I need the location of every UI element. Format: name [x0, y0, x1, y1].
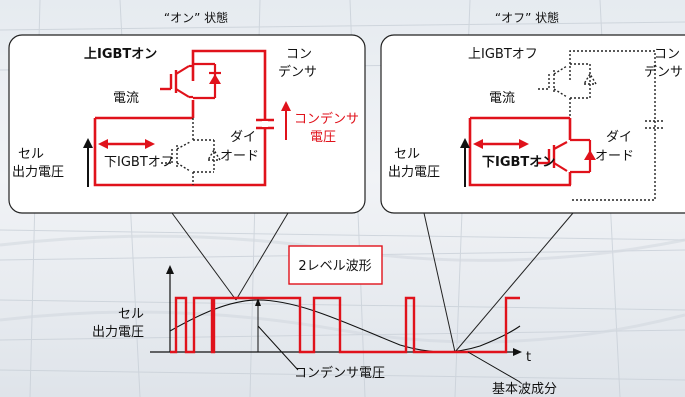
on-cell-voltage-arrow: [83, 138, 93, 187]
off-current-arrow: [473, 139, 529, 149]
on-diode-label-2: オード: [220, 149, 259, 164]
on-capacitor-voltage-label-1: コンデンサ: [294, 111, 359, 127]
on-capacitor-voltage-label-2: 電圧: [310, 130, 336, 145]
waveform-ylabel-1: セル: [118, 307, 144, 322]
on-callout-line-right: [235, 212, 289, 301]
fundamental-wave: [169, 299, 521, 353]
on-upper-igbt-label: 上IGBTオン: [84, 47, 157, 62]
on-state-circuit: [93, 49, 274, 187]
waveform-ylabel-2: 出力電圧: [92, 325, 144, 340]
on-cell-label-1: セル: [18, 147, 44, 162]
off-state-panel: [380, 34, 685, 214]
on-cell-label-2: 出力電圧: [12, 165, 64, 180]
off-capacitor-label-2: デンサ: [644, 64, 683, 80]
fundamental-leader: [467, 351, 521, 383]
off-upper-igbt-label: 上IGBTオフ: [468, 47, 538, 62]
off-cell-label-2: 出力電圧: [388, 165, 440, 180]
off-lower-igbt-label: 下IGBTオン: [482, 155, 555, 170]
on-current-label: 電流: [113, 91, 139, 106]
on-capacitor-voltage-arrow: [281, 101, 291, 140]
fundamental-label: 基本波成分: [492, 382, 557, 397]
on-callout-line-left: [171, 212, 237, 301]
off-state-circuit: [468, 50, 665, 201]
on-lower-igbt-label: 下IGBTオフ: [104, 155, 174, 170]
capacitor-voltage-label: コンデンサ電圧: [294, 365, 385, 381]
on-capacitor-label-2: デンサ: [278, 64, 317, 80]
off-state-title: “オフ” 状態: [495, 10, 559, 25]
off-callout-line-right: [454, 212, 574, 353]
on-state-panel: [8, 34, 366, 214]
on-state-title: “オン” 状態: [164, 10, 228, 25]
off-callout-line-left: [423, 212, 456, 353]
off-cell-label-1: セル: [394, 147, 420, 162]
off-capacitor-label-1: コン: [654, 47, 680, 62]
off-cell-voltage-arrow: [460, 138, 470, 187]
off-diode-label-2: オード: [595, 149, 634, 164]
waveform-label: 2レベル波形: [298, 259, 371, 274]
capacitor-voltage-marker: [255, 298, 261, 352]
on-capacitor-label-1: コン: [286, 47, 312, 62]
on-diode-label-1: ダイ: [230, 130, 256, 145]
cap-voltage-leader: [257, 325, 299, 371]
on-current-arrow: [98, 139, 155, 149]
off-current-label: 電流: [489, 91, 515, 106]
waveform-xlabel: t: [526, 350, 531, 365]
waveform-label-box: 2レベル波形: [288, 245, 383, 285]
off-diode-label-1: ダイ: [606, 130, 632, 145]
pwm-waveform: [170, 296, 520, 354]
